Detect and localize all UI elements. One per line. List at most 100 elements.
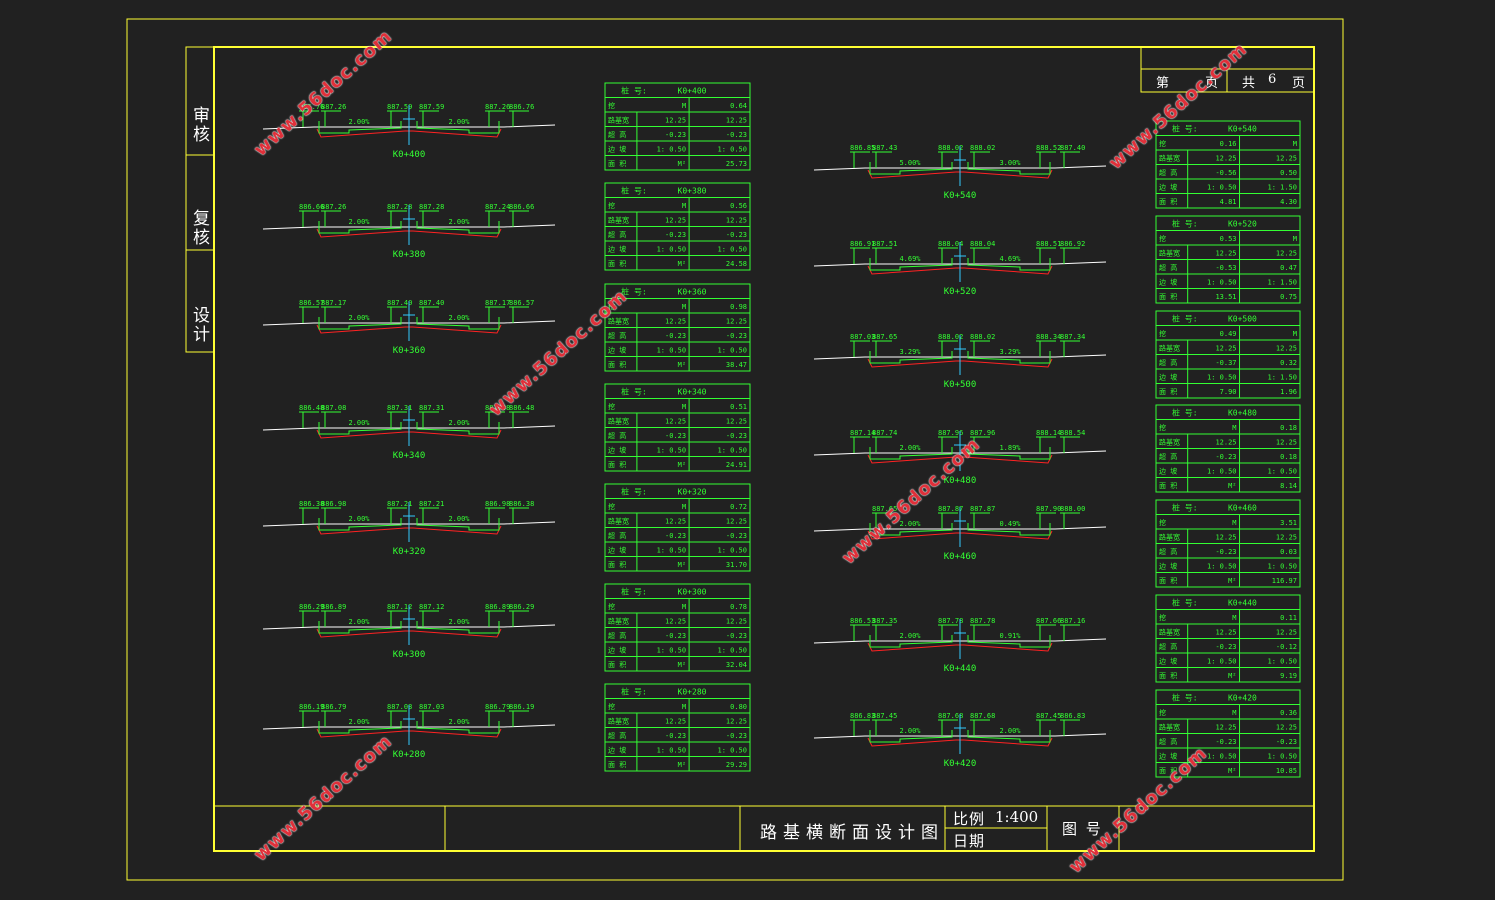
table-left-value: -0.23 — [1215, 643, 1236, 651]
elevation-label: 887.40 — [419, 299, 444, 307]
table-row-label: 面 积 — [608, 760, 626, 769]
elevation-label: 887.34 — [1060, 333, 1085, 341]
elevation-label: 887.96 — [938, 429, 963, 437]
figure-no-label: 图 号 — [1062, 820, 1103, 838]
table-right-value: 0.78 — [730, 603, 747, 611]
table-right-value: 1: 0.50 — [717, 347, 747, 355]
slope-label: 2.00% — [348, 314, 370, 322]
table-right-value: 0.56 — [730, 202, 747, 210]
table-row-label: 面 积 — [1159, 481, 1177, 490]
table-left-value: -0.23 — [665, 432, 686, 440]
table-right-value: -0.23 — [726, 432, 747, 440]
elevation-label: 887.26 — [485, 103, 510, 111]
table-right-value: 0.32 — [1280, 359, 1297, 367]
table-right-value: 0.98 — [730, 303, 747, 311]
table-right-value: 1: 0.50 — [717, 246, 747, 254]
table-station-value: K0+400 — [678, 87, 707, 96]
table-left-value: -0.23 — [665, 532, 686, 540]
pavement-left — [318, 221, 402, 234]
table-left-value: M — [682, 403, 686, 411]
table-left-value: -0.23 — [1215, 548, 1236, 556]
elevation-label: 887.78 — [970, 617, 995, 625]
table-station-label: 桩 号: — [621, 487, 647, 497]
table-right-value: 12.25 — [1276, 534, 1297, 542]
slope-label: 2.00% — [348, 618, 370, 626]
table-station-value: K0+380 — [678, 187, 707, 196]
station-label: K0+300 — [393, 650, 426, 660]
elevation-label: 887.68 — [938, 712, 963, 720]
table-right-value: 1: 0.50 — [1267, 563, 1297, 571]
table-row-label: 挖 — [1159, 708, 1166, 717]
table-right-value: 12.25 — [726, 418, 747, 426]
table-row-label: 挖 — [1159, 518, 1166, 527]
table-left-value: -0.37 — [1215, 359, 1236, 367]
table-right-value: 12.25 — [1276, 724, 1297, 732]
elevation-label: 887.66 — [1036, 617, 1061, 625]
table-right-value: 12.25 — [1276, 250, 1297, 258]
table-row-label: 超 高 — [608, 531, 626, 540]
table-right-value: 1.96 — [1280, 388, 1297, 396]
slope-label: 2.00% — [348, 218, 370, 226]
table-left-value: 12.25 — [1215, 345, 1236, 353]
elevation-label: 886.57 — [299, 299, 324, 307]
table-right-value: -0.23 — [726, 532, 747, 540]
table-right-value: 12.25 — [726, 217, 747, 225]
elevation-label: 886.29 — [299, 603, 324, 611]
table-row-label: 超 高 — [1159, 642, 1177, 651]
slope-label: 0.91% — [999, 632, 1021, 640]
table-right-value: 0.03 — [1280, 548, 1297, 556]
station-label: K0+460 — [944, 552, 977, 562]
elevation-label: 886.79 — [485, 703, 510, 711]
table-row-label: 超 高 — [1159, 452, 1177, 461]
table-left-value: 1: 0.50 — [1207, 753, 1237, 761]
table-left-value: M — [1232, 614, 1236, 622]
table-row-label: 挖 — [1159, 329, 1166, 338]
elevation-label: 887.74 — [872, 429, 897, 437]
elevation-label: 887.12 — [419, 603, 444, 611]
table-station-label: 桩 号: — [1172, 693, 1198, 703]
table-left-value: M — [1232, 709, 1236, 717]
station-label: K0+420 — [944, 759, 977, 769]
pavement-left — [869, 635, 953, 648]
elevation-label: 887.43 — [872, 144, 897, 152]
table-station-label: 桩 号: — [1172, 124, 1198, 134]
table-row-label: 路基宽 — [608, 116, 629, 125]
elevation-label: 886.48 — [299, 404, 324, 412]
table-row-label: 路基宽 — [1159, 628, 1180, 637]
elevation-label: 887.03 — [419, 703, 444, 711]
station-label: K0+540 — [944, 191, 977, 201]
slope-label: 2.00% — [448, 314, 470, 322]
table-station-value: K0+480 — [1228, 409, 1257, 418]
table-row-label: 超 高 — [608, 230, 626, 239]
table-row-label: 挖 — [1159, 423, 1166, 432]
table-right-value: 12.25 — [726, 718, 747, 726]
elevation-label: 887.17 — [485, 299, 510, 307]
pavement-right — [967, 730, 1051, 743]
table-row-label: 挖 — [1159, 139, 1166, 148]
pavement-right — [967, 162, 1051, 175]
table-left-value: M — [682, 703, 686, 711]
pavement-left — [869, 523, 953, 536]
table-left-value: 7.90 — [1220, 388, 1237, 396]
elevation-label: 887.31 — [387, 404, 412, 412]
table-left-value: M² — [678, 461, 686, 469]
table-right-value: 12.25 — [726, 618, 747, 626]
outer-frame — [126, 18, 1344, 881]
slope-label: 2.00% — [348, 718, 370, 726]
slope-label: 2.00% — [348, 118, 370, 126]
table-station-value: K0+460 — [1228, 504, 1257, 513]
pavement-right — [416, 721, 500, 734]
table-row-label: 面 积 — [608, 660, 626, 669]
table-row-label: 挖 — [608, 702, 615, 711]
